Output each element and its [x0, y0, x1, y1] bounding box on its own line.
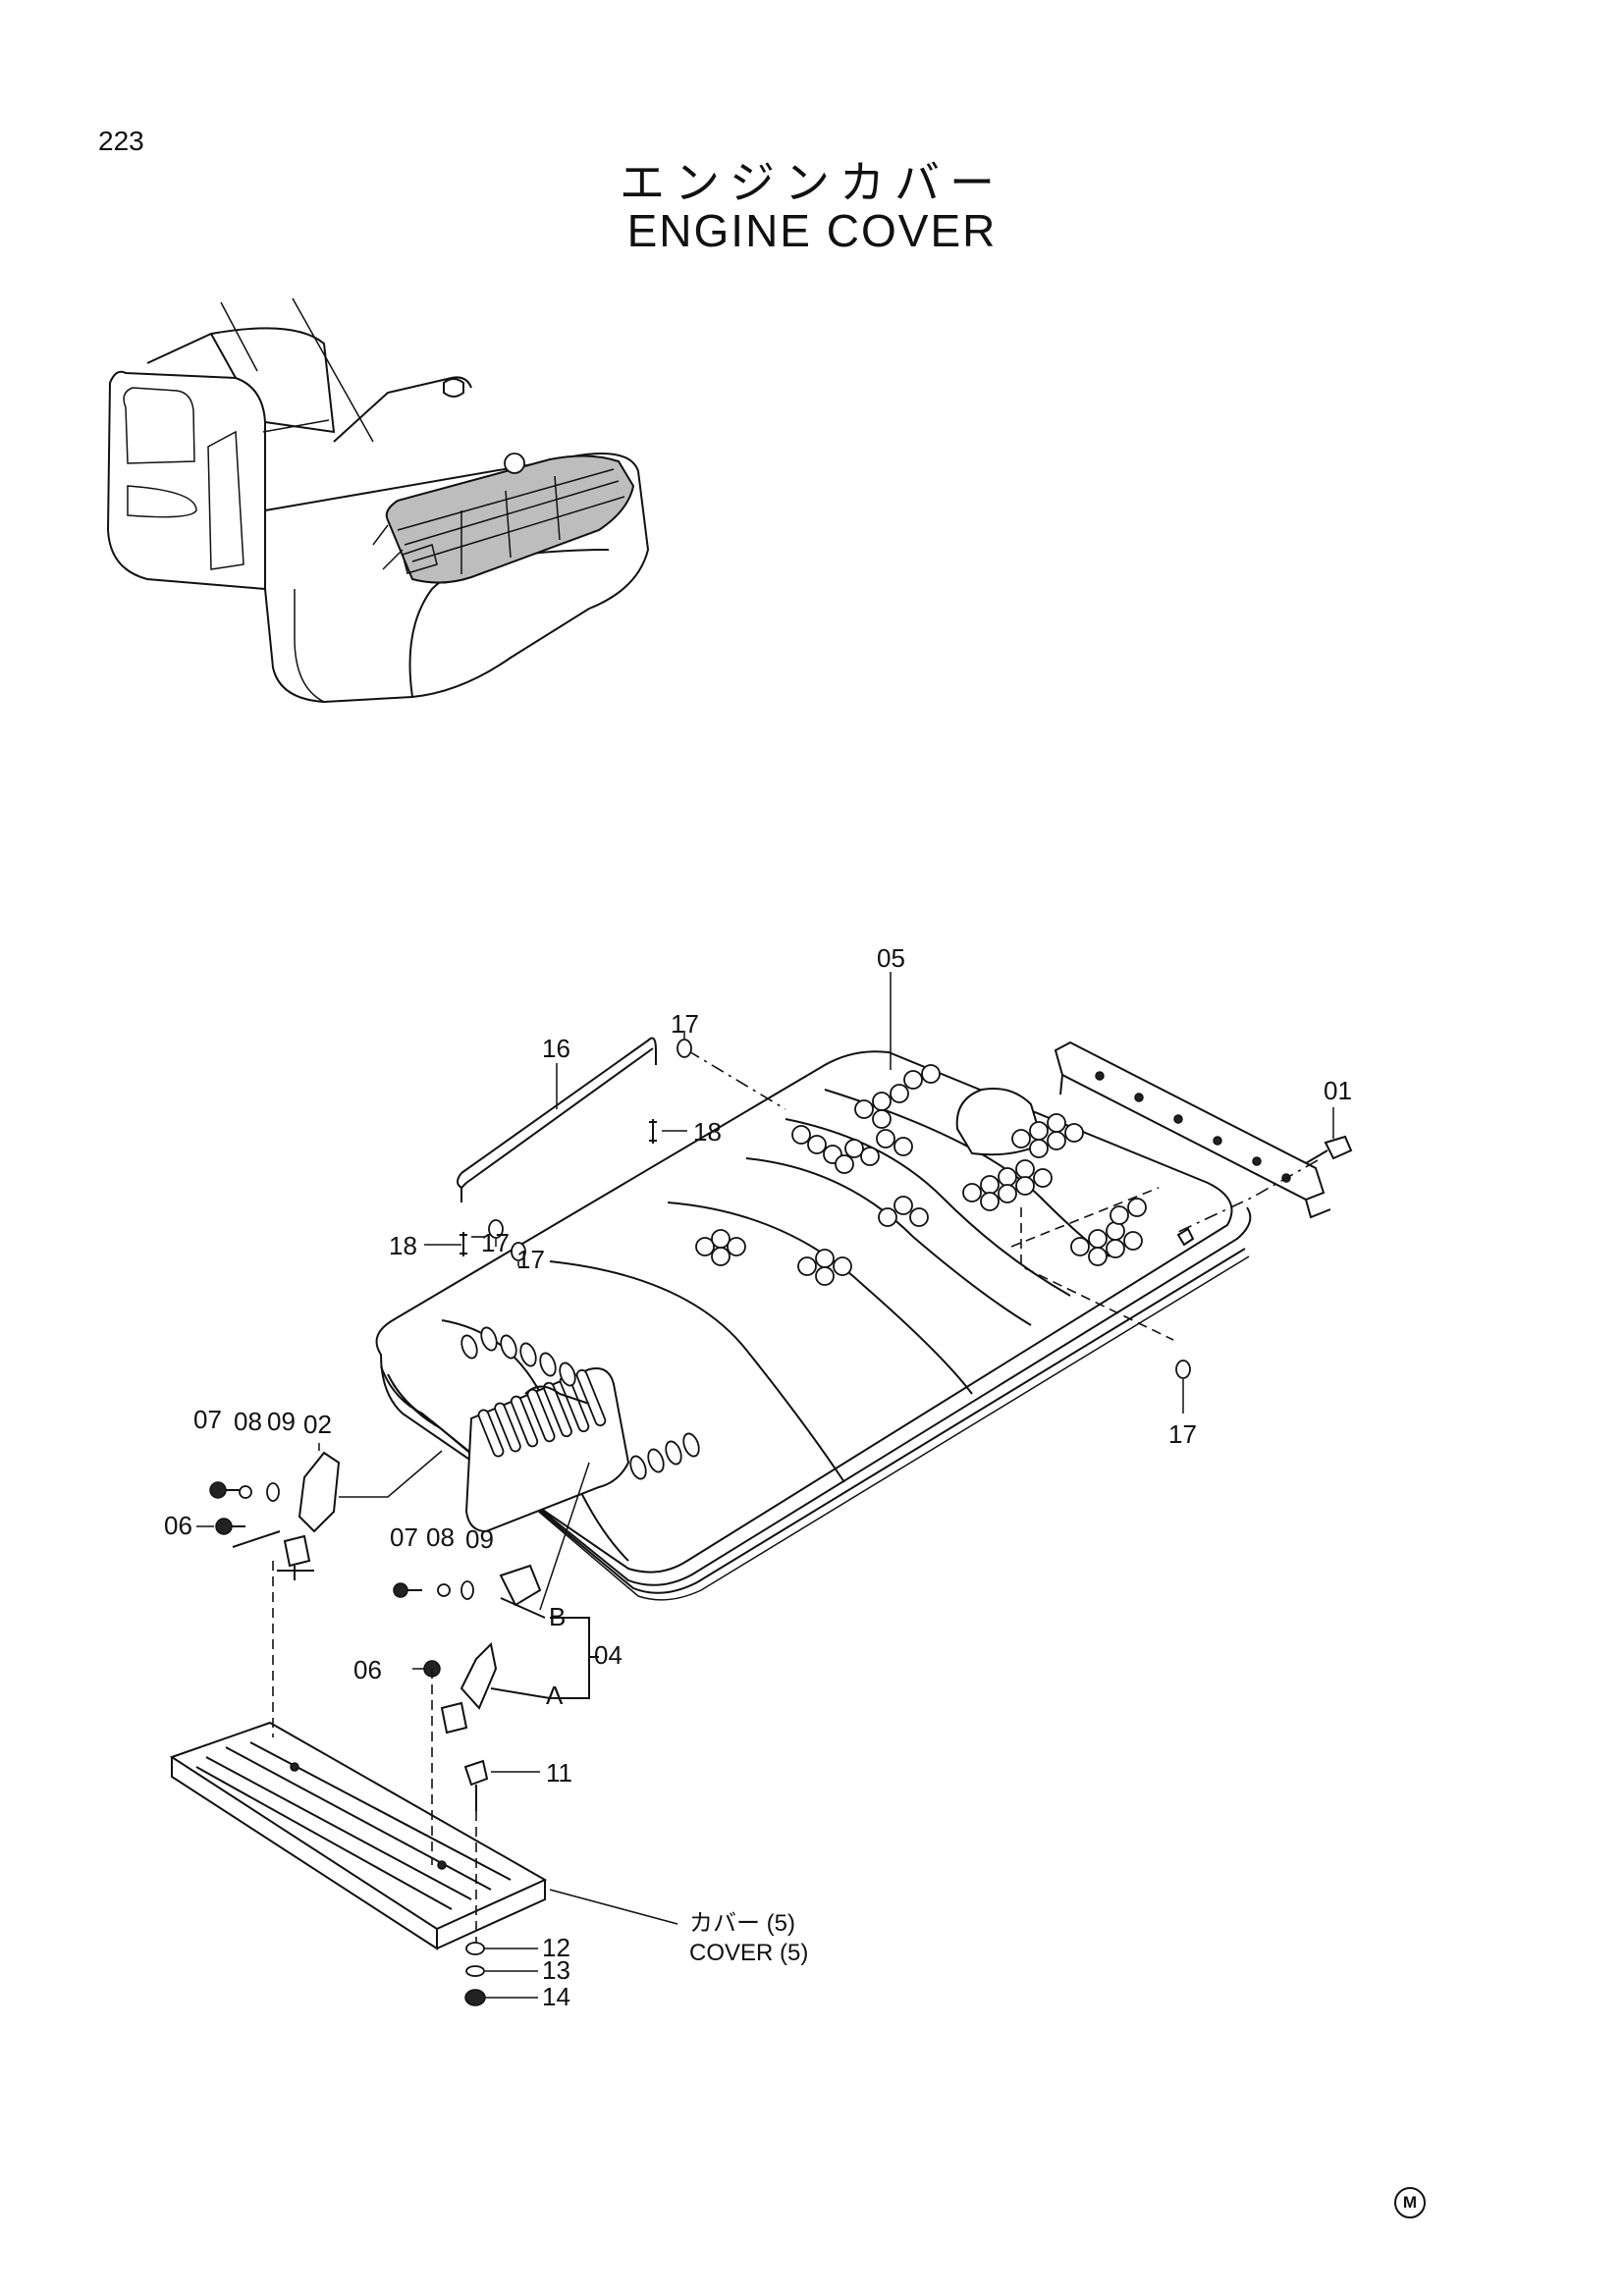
label-12: 12 — [542, 1933, 570, 1962]
front-grille-slots — [477, 1368, 607, 1458]
leader-lines — [196, 972, 1334, 1999]
title-japanese: エンジンカバー — [620, 156, 1004, 209]
label-17-mid: 17 — [481, 1228, 510, 1257]
label-08-left: 08 — [234, 1407, 262, 1436]
part-labels: 05 01 16 17 18 18 17 17 17 07 08 09 02 0… — [164, 943, 1352, 2011]
label-01: 01 — [1324, 1076, 1352, 1105]
label-cover-en: COVER (5) — [689, 1940, 808, 1966]
label-13: 13 — [542, 1955, 570, 1985]
label-02: 02 — [303, 1410, 332, 1439]
lower-cover-plate — [169, 1561, 548, 1950]
label-11: 11 — [546, 1758, 572, 1788]
label-06-center: 06 — [353, 1655, 382, 1684]
label-07-left: 07 — [193, 1405, 222, 1434]
label-sub-b: B — [549, 1602, 566, 1631]
label-09-left: 09 — [267, 1407, 296, 1436]
rear-bracket — [1054, 1041, 1353, 1247]
label-04: 04 — [594, 1640, 623, 1670]
label-09-center: 09 — [465, 1524, 494, 1554]
page-number: 223 — [98, 126, 144, 156]
label-16: 16 — [542, 1034, 570, 1063]
registered-mark: M — [1394, 2187, 1426, 2218]
label-18-right: 18 — [693, 1117, 722, 1147]
label-06-left: 06 — [164, 1511, 192, 1540]
label-sub-a: A — [546, 1681, 564, 1710]
engine-cover-main — [375, 1050, 1252, 1601]
support-rod — [457, 1037, 786, 1238]
label-17-right: 17 — [1168, 1419, 1197, 1449]
label-17-mid2: 17 — [516, 1245, 545, 1274]
round-holes — [695, 1064, 1147, 1286]
latch-assembly-left — [209, 1451, 341, 1580]
label-08-center: 08 — [426, 1522, 455, 1552]
washers-and-pins — [460, 1039, 1191, 1379]
oval-vents-left — [460, 1326, 576, 1387]
oval-vents-right — [629, 1432, 700, 1480]
label-18-left: 18 — [389, 1231, 417, 1260]
label-14: 14 — [542, 1982, 570, 2011]
excavator-overview-sketch — [106, 297, 650, 704]
title-english: ENGINE COVER — [626, 205, 998, 256]
label-07-center: 07 — [390, 1522, 418, 1552]
label-05: 05 — [877, 943, 905, 973]
leader-bracket-04 — [490, 1597, 599, 1699]
label-cover-ja: カバー (5) — [689, 1910, 795, 1937]
fasteners-lower — [463, 1759, 489, 2006]
label-17-top: 17 — [671, 1009, 699, 1039]
latch-assembly-center — [393, 1564, 542, 1735]
